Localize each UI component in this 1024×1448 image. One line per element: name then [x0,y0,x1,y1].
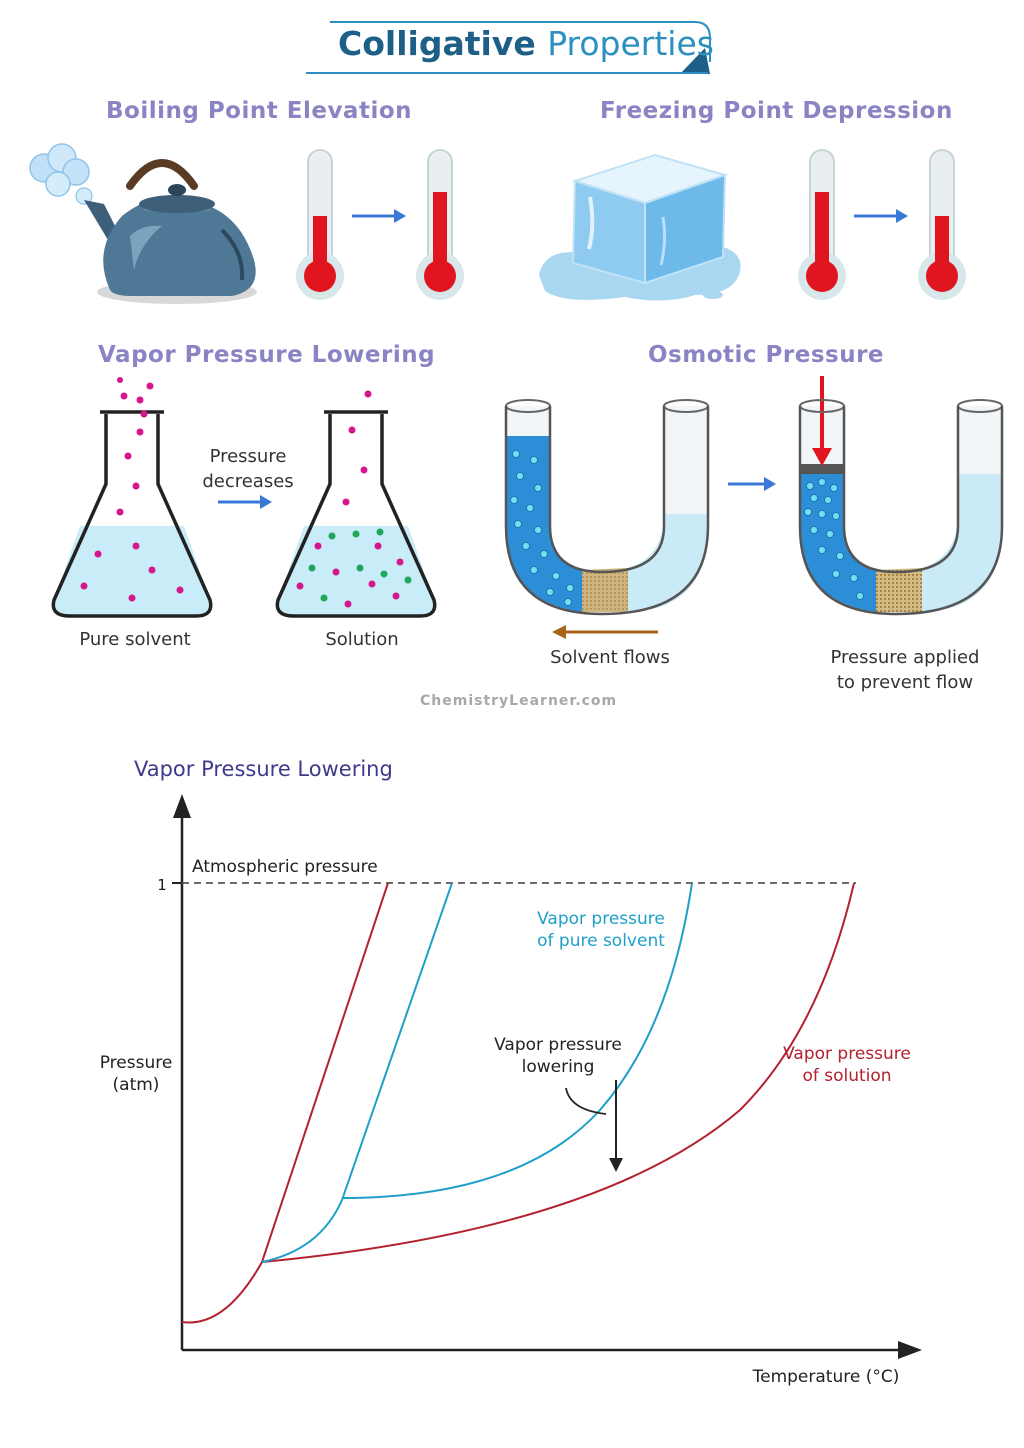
y-axis-label-2: (atm) [113,1075,160,1095]
title-banner [306,21,711,74]
u-tube-pressure-applied [798,376,1004,616]
heading-freezing-point: Freezing Point Depression [600,98,953,124]
arrow-down-icon [609,1158,623,1172]
x-axis-label: Temperature (°C) [752,1367,900,1387]
flask-pure-solvent [51,377,213,618]
lowering-pointer [565,1087,607,1115]
y-axis-label-1: Pressure [100,1053,173,1073]
page-title: Colligative Properties [338,24,714,63]
arrow-left-icon [552,625,658,639]
pure-solvent-label-1: Vapor pressure [537,909,665,929]
y-tick-label: 1 [157,876,167,894]
graph-title: Vapor Pressure Lowering [134,757,393,781]
arrow-right-icon [352,209,406,223]
solution-label-1: Vapor pressure [783,1044,911,1064]
pressure-applied-label: Pressure applied to prevent flow [830,647,980,693]
arrow-right-icon [218,495,272,509]
freezing-thermometers [798,149,966,300]
lowering-label-2: lowering [522,1057,595,1077]
heading-vapor-pressure: Vapor Pressure Lowering [98,342,436,368]
u-tube-solvent-flow [504,399,710,616]
heading-boiling-point: Boiling Point Elevation [106,98,413,124]
solution-vapor-curve [261,882,855,1263]
atmospheric-pressure-label: Atmospheric pressure [192,857,378,877]
y-axis-arrow-icon [173,794,191,818]
thermometer-low-icon [296,149,344,300]
thermometer-low-icon [918,149,966,300]
ice-cube-illustration [539,153,741,301]
pure-solvent-left-curve [261,882,453,1263]
pure-solvent-label: Pure solvent [79,629,191,650]
solvent-flows-label: Solvent flows [550,647,670,668]
vapor-pressure-graph: 1 Atmospheric pressure Pressure (atm) Te… [100,794,922,1387]
arrow-right-icon [854,209,908,223]
watermark: ChemistryLearner.com [420,693,618,709]
kettle-illustration [29,143,257,304]
pressure-decreases-label: Pressure decreases [202,446,294,492]
arrow-right-icon [728,477,776,491]
pure-solvent-label-2: of pure solvent [537,931,665,951]
thermometer-high-icon [798,149,846,300]
heading-osmotic-pressure: Osmotic Pressure [648,342,885,368]
x-axis-arrow-icon [898,1341,922,1359]
solution-left-curve [181,882,389,1324]
solution-label-2: of solution [802,1066,891,1086]
thermometer-high-icon [416,149,464,300]
pure-solvent-vapor-curve [341,882,693,1199]
boiling-thermometers [296,149,464,300]
flask-solution [275,390,437,618]
solution-label: Solution [325,629,399,650]
lowering-label-1: Vapor pressure [494,1035,622,1055]
steam-cloud-icon [29,143,93,205]
